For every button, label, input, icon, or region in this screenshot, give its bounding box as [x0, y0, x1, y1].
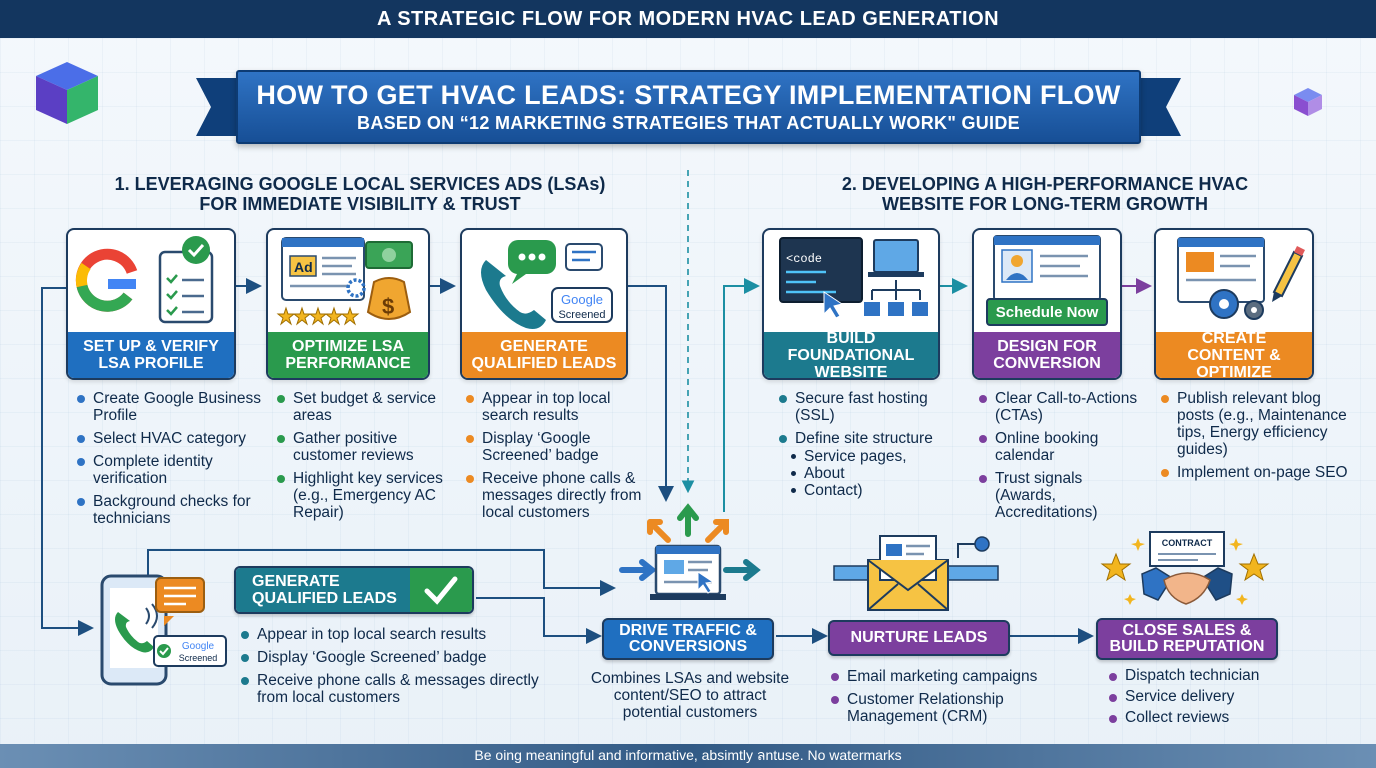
code-text: <code: [786, 252, 822, 266]
build-bullets: Secure fast hosting (SSL) Define site st…: [778, 390, 958, 499]
bullet-item: Trust signals (Awards, Accreditations): [978, 470, 1138, 521]
bullet-item: Collect reviews: [1108, 710, 1308, 726]
close-bullets: Dispatch technician Service delivery Col…: [1108, 668, 1308, 732]
bullet-item: Service delivery: [1108, 689, 1308, 705]
banner-subtitle: BASED ON “12 MARKETING STRATEGIES THAT A…: [357, 113, 1020, 133]
design-bullets: Clear Call-to-Actions (CTAs) Online book…: [978, 390, 1138, 527]
bullet-item: Display ‘Google Screened’ badge: [240, 649, 540, 666]
traffic-caption: Combines LSAs and website content/SEO to…: [590, 670, 790, 721]
sub-bullet-item: Contact): [778, 482, 958, 499]
drive-traffic-box: DRIVE TRAFFIC & CONVERSIONS: [602, 618, 774, 660]
generate-leads-box: GENERATE QUALIFIED LEADS: [234, 566, 474, 614]
bullet-item: Select HVAC category: [76, 430, 266, 447]
bullet-item: Background checks for technicians: [76, 493, 266, 527]
bullet-item: Dispatch technician: [1108, 668, 1308, 684]
google-badge-text: Google: [182, 641, 215, 652]
google-checklist-icon: [75, 236, 214, 324]
contract-text: CONTRACT: [1162, 538, 1213, 548]
section2-title: 2. DEVELOPING A HIGH-PERFORMANCE HVAC WE…: [790, 174, 1300, 214]
step-design-conversion-label: DESIGN FOR CONVERSION: [974, 332, 1120, 378]
bullet-item: Complete identity verification: [76, 453, 266, 487]
bullet-item: Set budget & service areas: [276, 390, 456, 424]
section1-title-line1: 1. LEVERAGING GOOGLE LOCAL SERVICES ADS …: [114, 174, 606, 194]
step-generate-leads-card: Google Screened GENERATE QUALIFIED LEADS: [460, 228, 628, 380]
traffic-hub-icon: [619, 503, 761, 600]
nurture-bullets: Email marketing campaigns Customer Relat…: [830, 668, 1060, 731]
title-banner: HOW TO GET HVAC LEADS: STRATEGY IMPLEMEN…: [236, 70, 1141, 144]
bullet-item: Customer Relationship Management (CRM): [830, 691, 1060, 725]
bullet-item: Appear in top local search results: [240, 626, 540, 643]
generate-leads-box-label: GENERATE QUALIFIED LEADS: [236, 568, 410, 612]
step-setup-verify-label: SET UP & VERIFY LSA PROFILE: [68, 332, 234, 378]
small-cube-icon: [1294, 88, 1322, 116]
step-build-website-label: BUILD FOUNDATIONAL WEBSITE: [764, 330, 938, 378]
arrow-3-traffic: [628, 285, 674, 502]
arrow-leads-traffic: [476, 597, 602, 644]
bullet-item: Create Google Business Profile: [76, 390, 266, 424]
footer-bar: Be oing meaningful and informative, absi…: [0, 744, 1376, 768]
arrow-traffic-website: [723, 278, 760, 512]
sub-bullet-item: Service pages,: [778, 448, 958, 465]
header-bar: A STRATEGIC FLOW FOR MODERN HVAC LEAD GE…: [0, 0, 1376, 38]
section1-title-line2: FOR IMMEDIATE VISIBILITY & TRUST: [199, 194, 521, 214]
phone-chat-icon: Google Screened: [481, 240, 613, 329]
bullet-item: Online booking calendar: [978, 430, 1138, 464]
handshake-contract-icon: CONTRACT: [1100, 531, 1270, 605]
bullet-item: Clear Call-to-Actions (CTAs): [978, 390, 1138, 424]
bullet-item: Email marketing campaigns: [830, 668, 1060, 685]
section2-title-line2: WEBSITE FOR LONG-TERM GROWTH: [882, 194, 1208, 214]
bullet-item: Receive phone calls & messages directly …: [465, 470, 645, 521]
schedule-now-button: Schedule Now: [986, 298, 1108, 326]
step-setup-verify-card: SET UP & VERIFY LSA PROFILE: [66, 228, 236, 380]
ad-money-icon: Ad $: [276, 237, 413, 326]
section2-title-line1: 2. DEVELOPING A HIGH-PERFORMANCE HVAC: [841, 174, 1249, 194]
bullet-item: Define site structure: [778, 430, 958, 447]
header-title: A STRATEGIC FLOW FOR MODERN HVAC LEAD GE…: [376, 7, 1000, 30]
nurture-leads-box: NURTURE LEADS: [828, 620, 1010, 656]
screened-badge-text: Screened: [179, 653, 218, 663]
step-design-conversion-card: Schedule Now DESIGN FOR CONVERSION: [972, 228, 1122, 380]
bullet-item: Highlight key services (e.g., Emergency …: [276, 470, 456, 521]
step-generate-leads-label: GENERATE QUALIFIED LEADS: [462, 332, 626, 378]
web-profile-icon: [993, 235, 1101, 301]
ad-label: Ad: [294, 259, 313, 275]
arrow-phone-traffic: [147, 549, 616, 596]
google-badge-text: Google: [561, 292, 603, 307]
bullet-item: Secure fast hosting (SSL): [778, 390, 958, 424]
content-bullets: Publish relevant blog posts (e.g., Maint…: [1160, 390, 1360, 487]
step-optimize-lsa-card: Ad $ OPTIMIZE LSA PERFORMANCE: [266, 228, 430, 380]
generate-bullets: Appear in top local search results Displ…: [465, 390, 645, 527]
sub-bullet-item: About: [778, 465, 958, 482]
svg-text:$: $: [382, 294, 394, 319]
close-sales-box: CLOSE SALES & BUILD REPUTATION: [1096, 618, 1278, 660]
arrow-loop-left: [41, 287, 94, 636]
bullet-item: Display ‘Google Screened’ badge: [465, 430, 645, 464]
code-network-icon: <code: [779, 237, 928, 319]
bullet-item: Gather positive customer reviews: [276, 430, 456, 464]
setup-bullets: Create Google Business Profile Select HV…: [76, 390, 266, 533]
bullet-item: Implement on-page SEO: [1160, 464, 1360, 481]
banner-title: HOW TO GET HVAC LEADS: STRATEGY IMPLEMEN…: [256, 80, 1121, 110]
content-gear-pencil-icon: [1177, 237, 1305, 320]
envelope-pipe-icon: [833, 535, 999, 611]
lead-box-bullets: Appear in top local search results Displ…: [240, 626, 540, 712]
optimize-bullets: Set budget & service areas Gather positi…: [276, 390, 456, 527]
step-create-content-label: CREATE CONTENT & OPTIMIZE: [1156, 330, 1312, 378]
bullet-item: Appear in top local search results: [465, 390, 645, 424]
checkmark-icon: [410, 568, 472, 612]
footer-text: Be oing meaningful and informative, absi…: [474, 747, 902, 763]
bullet-item: Publish relevant blog posts (e.g., Maint…: [1160, 390, 1360, 458]
bullet-item: Receive phone calls & messages directly …: [240, 672, 540, 706]
cube-icon: [36, 62, 98, 124]
step-build-website-card: <code BUILD FOUNDATIONAL WEBSITE: [762, 228, 940, 380]
phone-leads-icon: Google Screened: [100, 574, 227, 686]
screened-badge-text: Screened: [558, 309, 605, 321]
step-optimize-lsa-label: OPTIMIZE LSA PERFORMANCE: [268, 332, 428, 378]
section1-title: 1. LEVERAGING GOOGLE LOCAL SERVICES ADS …: [90, 174, 630, 214]
step-create-content-card: CREATE CONTENT & OPTIMIZE: [1154, 228, 1314, 380]
